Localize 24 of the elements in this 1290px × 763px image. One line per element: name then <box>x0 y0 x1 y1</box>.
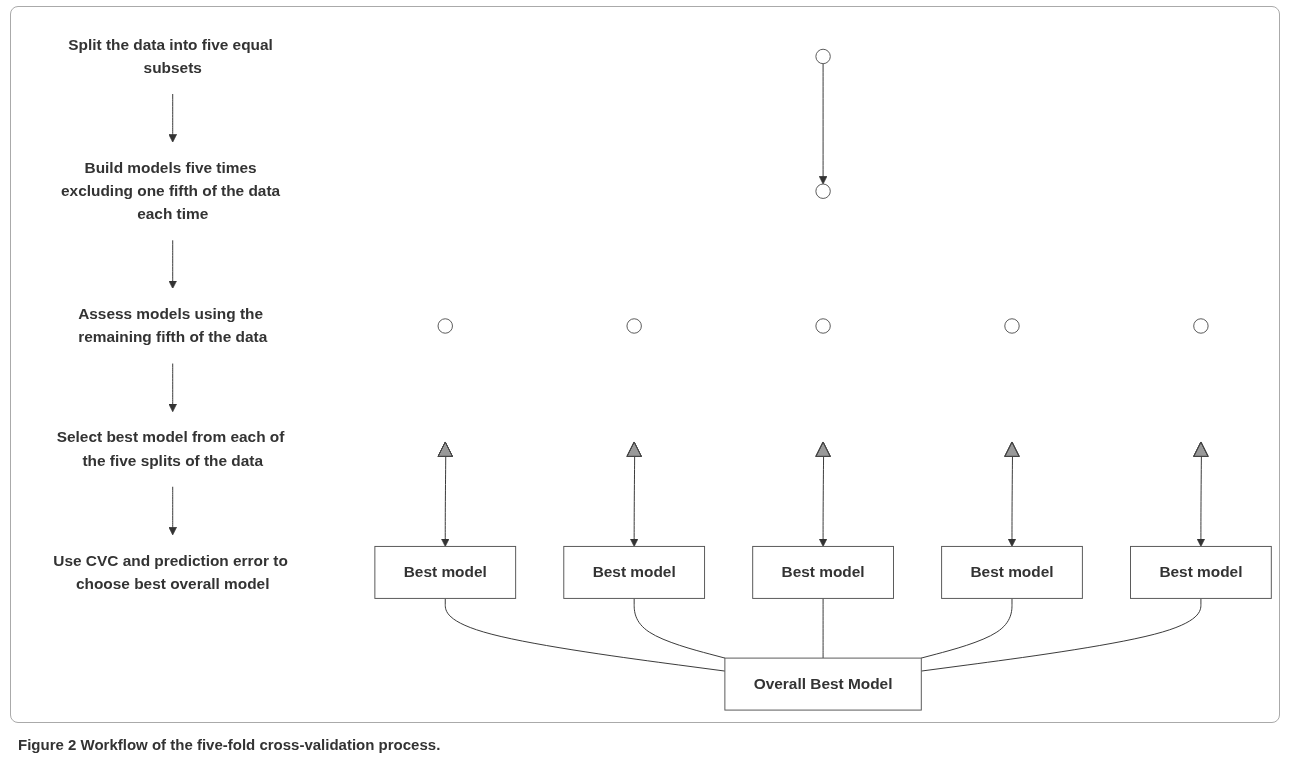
node-text: Select best model from each of the five splits of the data <box>56 428 285 469</box>
node-box: Best model <box>374 545 517 599</box>
node-text: Assess models using the remaining fifth of the data <box>78 305 268 346</box>
node-box: Best model <box>1130 545 1272 599</box>
node-pie <box>815 183 831 199</box>
node-pie <box>1004 318 1020 334</box>
node-box: Overall Best Model <box>724 657 922 711</box>
node-pie <box>1193 318 1209 334</box>
node-box: Best model <box>941 545 1083 599</box>
node-pie <box>815 318 831 334</box>
node-circle <box>815 48 831 65</box>
node-text: Use CVC and prediction error to choose best overall model <box>53 552 288 592</box>
connector <box>822 597 824 659</box>
connector <box>444 597 726 672</box>
node-pie <box>437 318 453 334</box>
node-pie <box>626 318 642 334</box>
figure-caption: Figure 2 Workflow of the five-fold cross-validation process. <box>18 736 441 753</box>
connector <box>633 597 726 659</box>
node-box: Best model <box>563 545 706 599</box>
node-box: Best model <box>752 545 894 599</box>
connector <box>920 597 1013 659</box>
node-text: Split the data into five equal subsets <box>68 36 273 76</box>
node-text: Build models five times excluding one fifth of the data each time <box>61 159 281 223</box>
connector <box>920 597 1202 672</box>
